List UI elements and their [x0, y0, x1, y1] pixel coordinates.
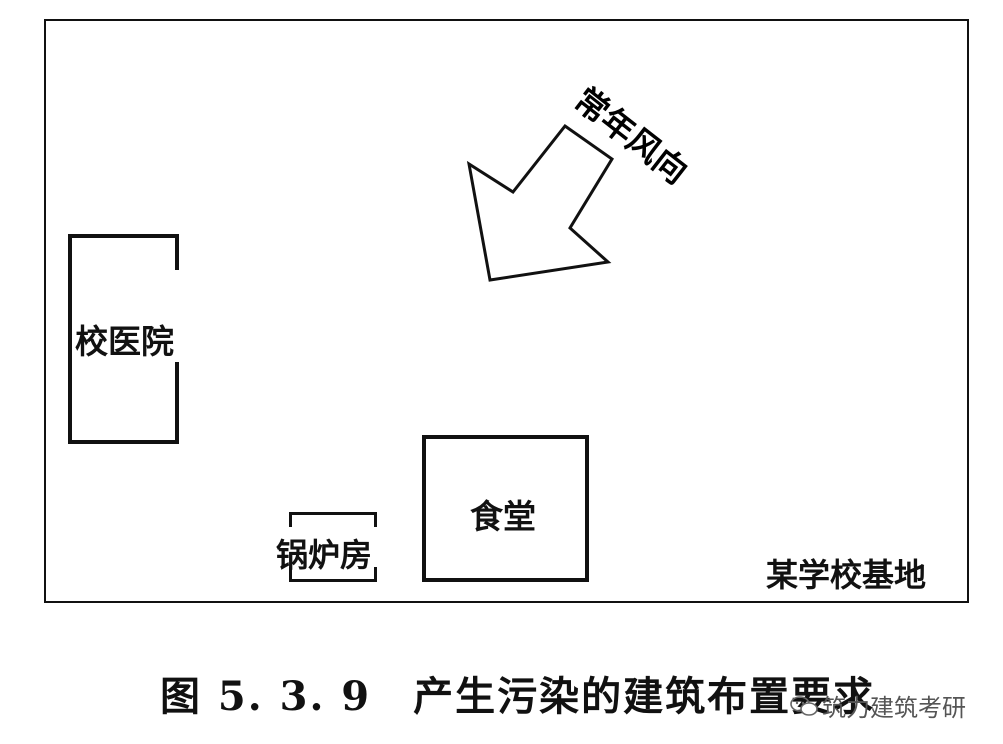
school-hospital-label: 校医院: [75, 322, 174, 361]
boiler-room-right-opening: [371, 527, 380, 567]
boiler-room-label: 锅炉房: [276, 536, 373, 574]
school-site-boundary: [44, 19, 969, 603]
canteen-building: [422, 435, 589, 582]
boiler-room-left-opening: [286, 527, 295, 567]
wind-arrow-shape: [466, 123, 615, 282]
school-site-label: 某学校基地: [766, 556, 927, 594]
wechat-icon: [790, 695, 818, 716]
school-hospital-building: [68, 234, 179, 444]
watermark-text: 筑力建筑考研: [822, 694, 966, 722]
hospital-wall-opening: [171, 270, 183, 362]
canteen-label: 食堂: [470, 497, 536, 536]
watermark: 筑力建筑考研: [790, 688, 966, 723]
figure-caption: 图 5. 3. 9 产生污染的建筑布置要求: [160, 673, 876, 720]
